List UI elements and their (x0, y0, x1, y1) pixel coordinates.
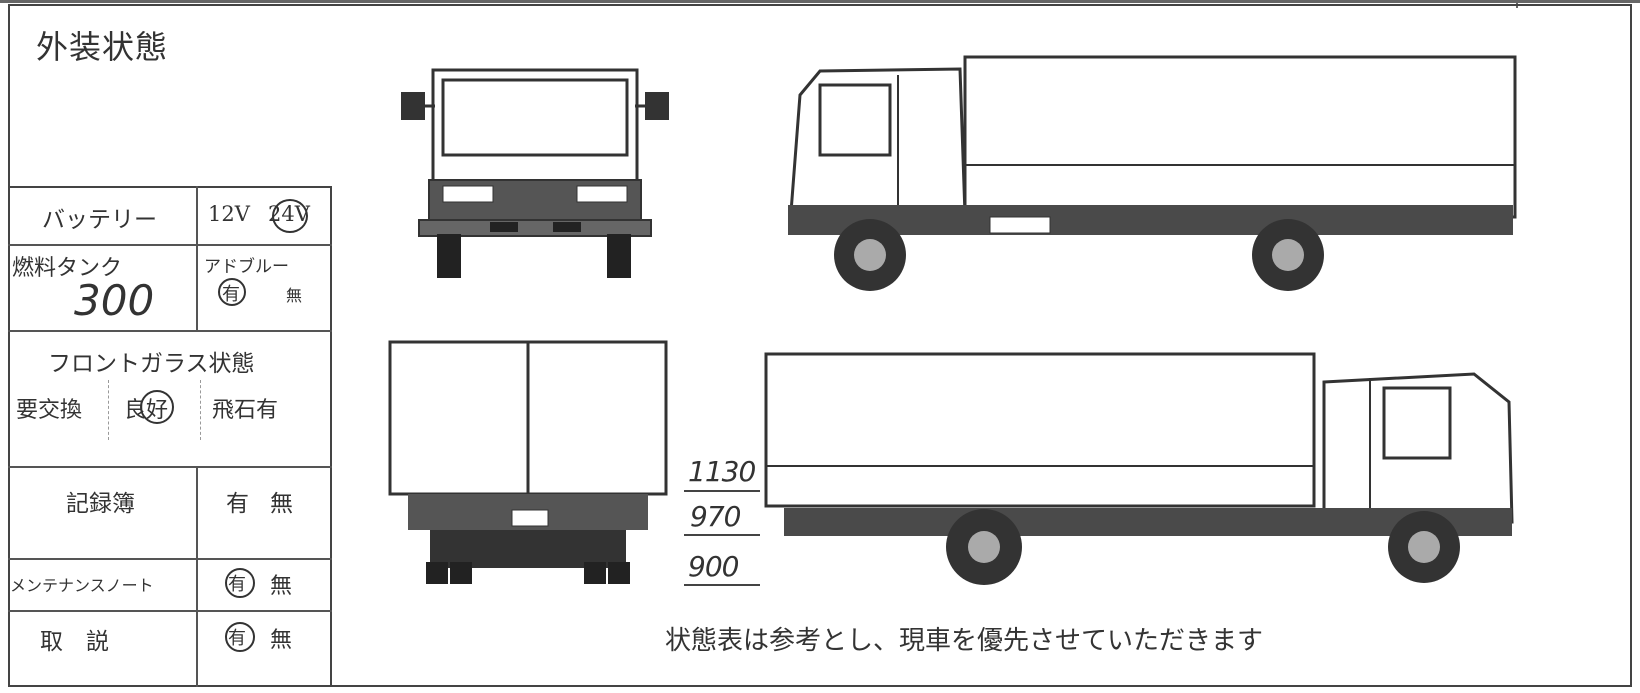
dimension-1-line (684, 490, 760, 492)
dimension-1: 1130 (688, 455, 756, 488)
sheet-frame (8, 4, 1632, 687)
grid-row-line (8, 330, 332, 332)
maintenance-note-label: メンテナンスノート (10, 576, 154, 595)
footer-note: 状態表は参考とし、現車を優先させていただきます (665, 626, 1264, 656)
dimension-3-line (684, 584, 760, 586)
maintenance-no: 無 (270, 574, 293, 599)
battery-12v: 12V (208, 202, 250, 226)
grid-divider (196, 186, 198, 330)
windshield-replace: 要交換 (16, 398, 83, 423)
grid-row-line (8, 466, 332, 468)
dashed-divider (108, 380, 109, 440)
record-book-no: 無 (270, 491, 293, 517)
page-title: 外装状態 (36, 28, 169, 66)
dashed-divider (200, 380, 201, 440)
checklist-table (8, 186, 332, 687)
adblue-no: 無 (286, 286, 303, 305)
grid-row-line (8, 558, 332, 560)
manual-selected-circle (225, 622, 255, 652)
grid-row-line (8, 244, 332, 246)
manual-label: 取 説 (40, 629, 109, 655)
record-book-label: 記録簿 (66, 491, 135, 517)
windshield-selected-circle (140, 390, 174, 424)
truck-rear-view (388, 340, 668, 584)
grid-divider (196, 466, 198, 687)
maintenance-selected-circle (225, 568, 255, 598)
record-book-yes: 有 (226, 491, 249, 517)
dimension-3: 900 (688, 550, 739, 583)
fuel-tank-value: 300 (74, 276, 155, 325)
manual-no: 無 (270, 628, 293, 653)
adblue-selected-circle (218, 278, 246, 306)
top-border (0, 0, 1640, 3)
truck-side-view-bottom (764, 352, 1514, 585)
grid-row-line (8, 610, 332, 612)
truck-side-view-top (788, 55, 1517, 291)
battery-label: バッテリー (42, 207, 157, 233)
dimension-2: 970 (690, 500, 741, 533)
battery-selected-circle (272, 199, 308, 233)
adblue-label: アドブルー (204, 257, 289, 277)
windshield-chip: 飛石有 (212, 398, 279, 423)
windshield-label: フロントガラス状態 (48, 351, 255, 377)
fuel-tank-label: 燃料タンク (12, 256, 123, 281)
dimension-2-line (684, 534, 760, 536)
truck-front-view (401, 68, 669, 278)
